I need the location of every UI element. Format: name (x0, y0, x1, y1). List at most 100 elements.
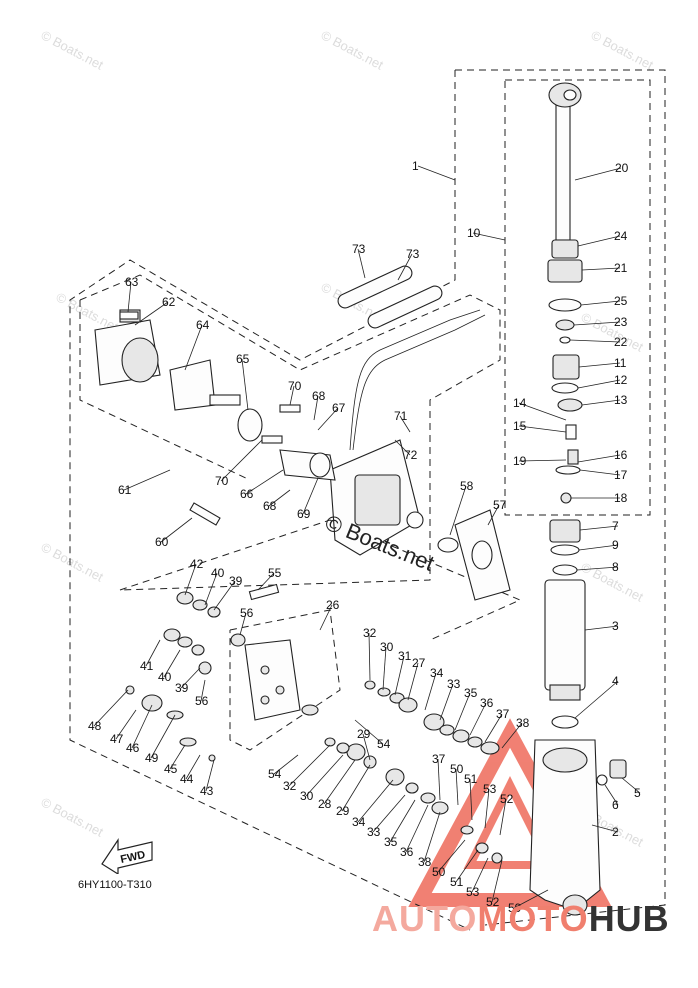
callout-61: 61 (118, 483, 132, 497)
callout-10: 10 (467, 226, 481, 240)
leader-line (341, 764, 371, 812)
watermark-text: © Boats.net (589, 27, 657, 72)
leader-line (205, 759, 215, 792)
leader-line (591, 824, 619, 833)
callout-38: 38 (516, 716, 530, 730)
callout-69: 69 (297, 507, 311, 521)
callout-39: 39 (175, 681, 189, 695)
small-part (324, 737, 336, 747)
watermark-text: © Boats.net (39, 794, 107, 839)
small-part (431, 801, 449, 815)
callout-12: 12 (614, 373, 628, 387)
leader-line (241, 358, 249, 411)
part-21 (547, 259, 583, 283)
callout-68: 68 (263, 499, 277, 513)
callout-36: 36 (480, 696, 494, 710)
leader-line (169, 744, 186, 770)
valve-body-26 (244, 639, 301, 721)
leader-line (354, 719, 384, 745)
callout-38: 38 (418, 855, 432, 869)
callout-49: 49 (145, 751, 159, 765)
leader-line (501, 722, 523, 749)
leader-line (581, 399, 621, 406)
leader-line (423, 811, 441, 863)
leader-line (131, 704, 153, 749)
leader-line (579, 525, 619, 531)
cylinder-3 (544, 579, 586, 691)
callout-27: 27 (412, 656, 426, 670)
callout-32: 32 (363, 626, 377, 640)
small-part (336, 742, 350, 754)
leader-line (581, 267, 621, 271)
leader-line (319, 604, 333, 631)
callout-41: 41 (140, 659, 154, 673)
leader-line (362, 733, 371, 761)
leader-line (454, 692, 471, 731)
callout-62: 62 (162, 295, 176, 309)
leader-line (368, 632, 371, 681)
callout-50: 50 (432, 865, 446, 879)
part-11 (552, 354, 580, 380)
small-part (192, 599, 208, 611)
callout-9: 9 (612, 538, 619, 552)
callout-5: 5 (634, 786, 641, 800)
callout-34: 34 (430, 666, 444, 680)
leader-line (578, 362, 621, 368)
leader-line (394, 439, 411, 456)
bolt-70a (279, 404, 301, 413)
rod-73b (367, 285, 443, 329)
small-part (480, 741, 500, 755)
leader-line (245, 469, 284, 495)
bolt-63 (119, 311, 139, 320)
callout-53: 53 (466, 885, 480, 899)
oring-65 (237, 408, 263, 442)
leader-line (449, 485, 467, 536)
callout-29: 29 (336, 804, 350, 818)
callout-56: 56 (195, 694, 209, 708)
small-part (452, 729, 470, 743)
small-part (208, 754, 216, 762)
leader-line (437, 839, 466, 873)
callout-48: 48 (88, 719, 102, 733)
leader-line (180, 667, 201, 689)
callout-22: 22 (614, 335, 628, 349)
leader-line (578, 544, 619, 551)
callout-40: 40 (158, 670, 172, 684)
callout-64: 64 (196, 318, 210, 332)
callout-19: 19 (513, 454, 527, 468)
callout-72: 72 (404, 448, 418, 462)
callout-35: 35 (384, 835, 398, 849)
brand-part1: AUTO (372, 898, 478, 939)
callout-39: 39 (229, 574, 243, 588)
callout-16: 16 (614, 448, 628, 462)
callout-56: 56 (240, 606, 254, 620)
leader-line (484, 788, 490, 829)
callout-42: 42 (190, 557, 204, 571)
small-part (364, 680, 376, 690)
leader-line (115, 709, 137, 740)
leader-line (577, 379, 621, 389)
callout-1: 1 (412, 159, 419, 173)
brand-wordmark: AUTOMOTOHUB (372, 898, 670, 940)
leader-line (472, 232, 506, 241)
callout-35: 35 (464, 686, 478, 700)
callout-58: 58 (460, 479, 474, 493)
leader-line (134, 301, 169, 326)
callout-68: 68 (312, 389, 326, 403)
callout-7: 7 (612, 519, 619, 533)
small-part (191, 644, 205, 656)
callout-52: 52 (500, 792, 514, 806)
callout-2: 2 (612, 825, 619, 839)
small-part (207, 606, 221, 618)
leader-line (580, 300, 621, 306)
callout-54: 54 (377, 737, 391, 751)
leader-line (357, 248, 366, 279)
watermark-text: © Boats.net (39, 539, 107, 584)
leader-line (604, 784, 619, 806)
small-part (475, 842, 489, 854)
leader-line (577, 235, 621, 247)
callout-54: 54 (268, 767, 282, 781)
callout-29: 29 (357, 727, 371, 741)
leader-line (127, 281, 132, 313)
leader-line (397, 253, 413, 281)
